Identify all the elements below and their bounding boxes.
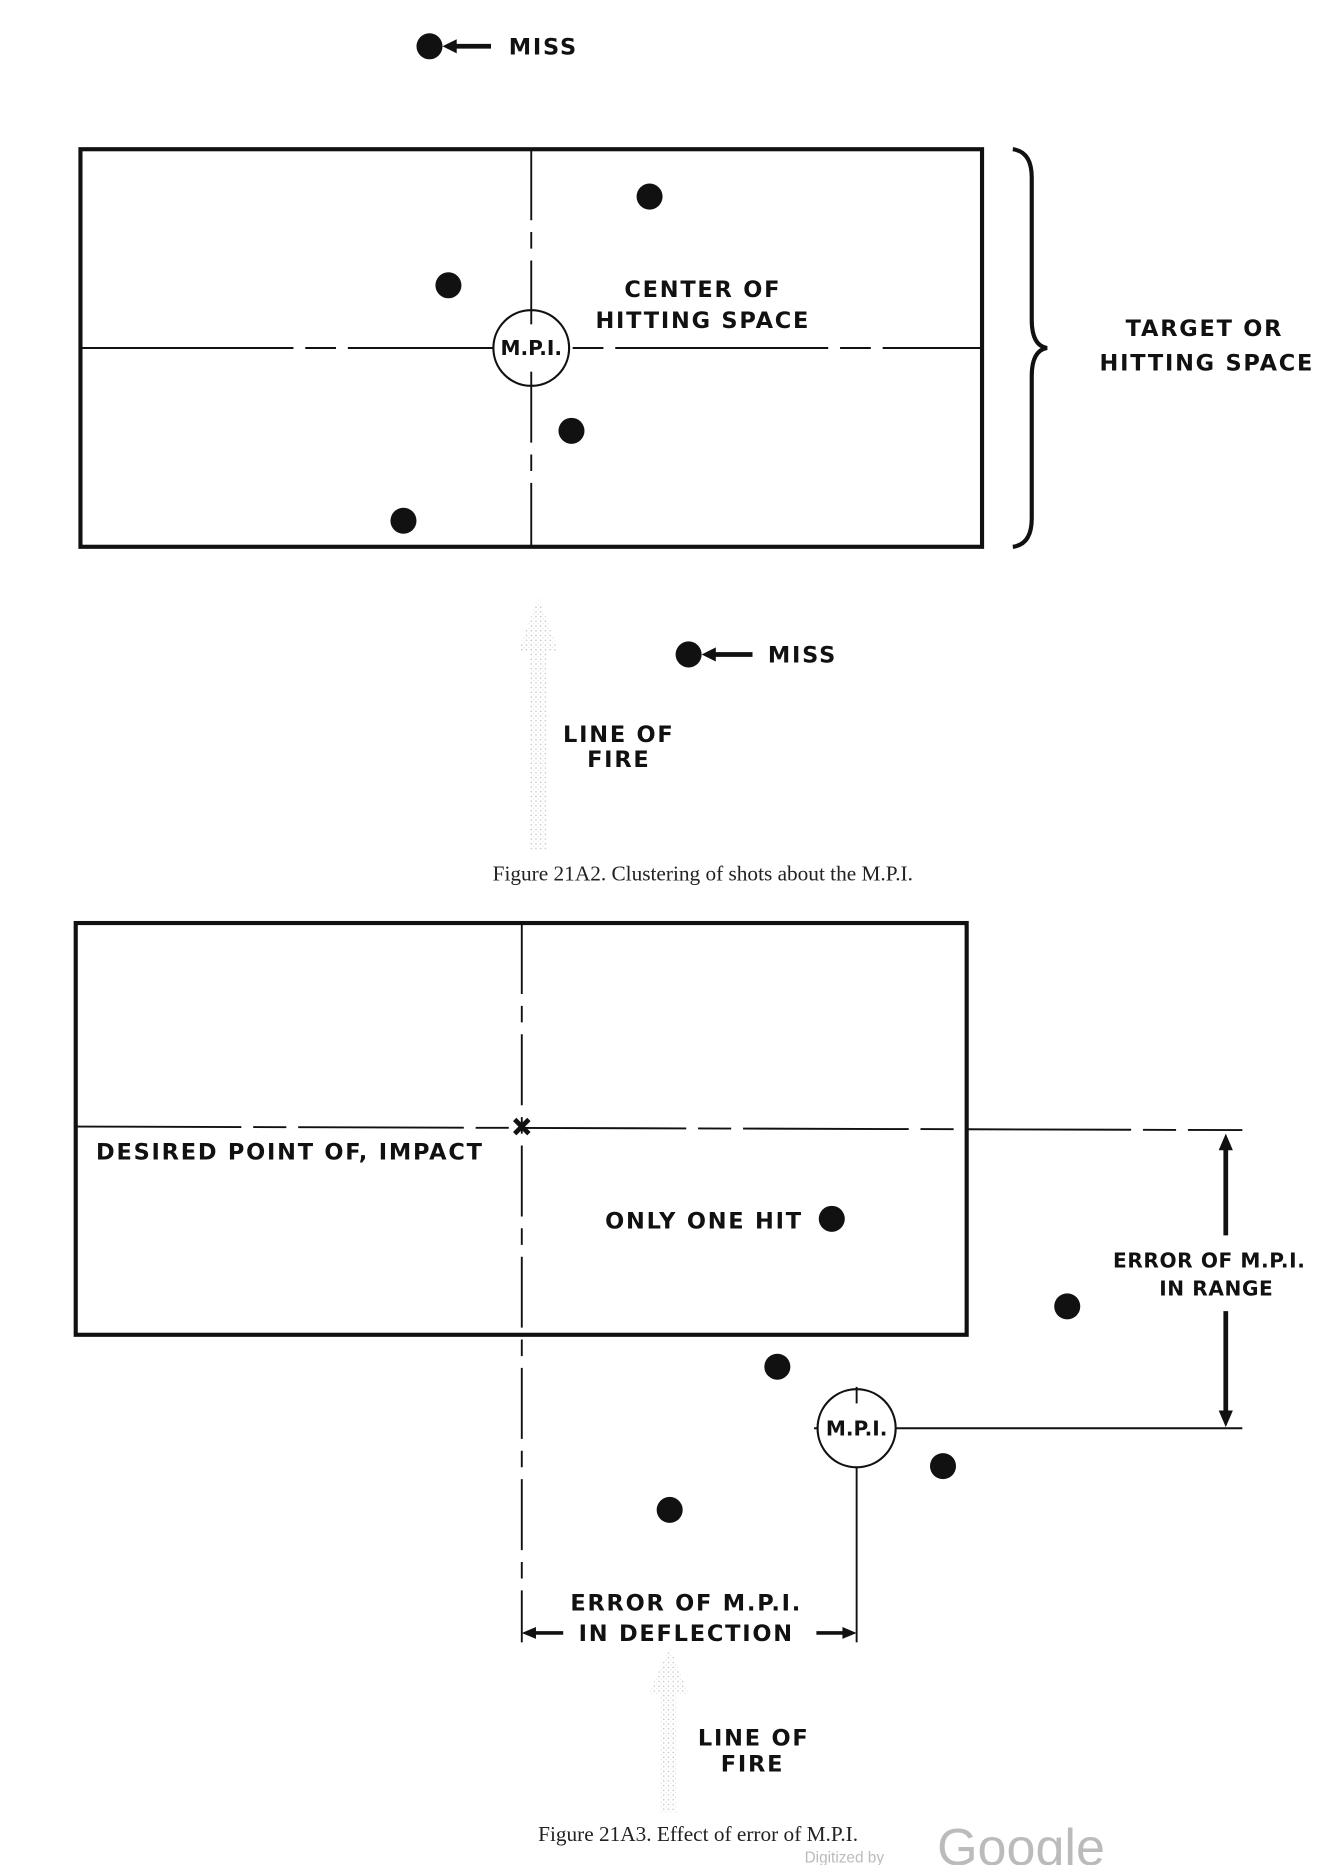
figure-caption: Figure 21A3. Effect of error of M.P.I. <box>538 1822 858 1846</box>
shot-dot <box>636 183 663 210</box>
arrow-head-icon <box>701 647 716 662</box>
miss-marker-top: MISS <box>416 33 578 61</box>
shot-dot <box>558 417 585 444</box>
miss-label: MISS <box>768 643 837 669</box>
line-of-fire-label-1: LINE OF <box>563 722 675 748</box>
miss-marker-bottom: MISS <box>675 641 837 669</box>
shot-dot <box>929 1453 957 1480</box>
figure-caption: Figure 21A2. Clustering of shots about t… <box>493 861 913 885</box>
arrow-head-icon <box>442 39 457 54</box>
range-error-label-2: IN RANGE <box>1159 1277 1273 1301</box>
arrow-down-icon <box>1218 1410 1233 1428</box>
brace-icon <box>1012 147 1048 549</box>
only-one-hit-label: ONLY ONE HIT <box>605 1208 803 1234</box>
figure-21a2: MISS M.P.I. CENTER OF HITTING SPACE TARG… <box>78 33 1315 885</box>
desired-point-x-icon <box>513 1117 531 1136</box>
range-error-arrow <box>1218 1133 1233 1428</box>
mpi-label: M.P.I. <box>826 1416 887 1440</box>
line-of-fire-label-2: FIRE <box>721 1751 784 1777</box>
shot-dot <box>1054 1293 1081 1320</box>
range-error-label-1: ERROR OF M.P.I. <box>1113 1248 1305 1272</box>
deflection-error-arrows <box>521 1627 857 1639</box>
watermark-logo: Google <box>937 1819 1105 1865</box>
shot-dot <box>818 1205 845 1232</box>
center-label-line1: CENTER OF <box>624 277 781 303</box>
shot-dot <box>416 33 443 60</box>
watermark-prefix: Digitized by <box>805 1849 885 1865</box>
horizontal-desired-line <box>75 1125 1243 1132</box>
miss-label: MISS <box>509 35 578 61</box>
line-of-fire-label-1: LINE OF <box>698 1725 810 1751</box>
figure-21a3: DESIRED POINT OF, IMPACT ONLY ONE HIT M.… <box>73 920 1305 1846</box>
line-of-fire-label-2: FIRE <box>587 747 650 773</box>
target-label-line2: HITTING SPACE <box>1100 350 1315 376</box>
center-label-line2: HITTING SPACE <box>595 308 810 334</box>
arrow-up-icon <box>1218 1133 1233 1151</box>
arrow-left-icon <box>521 1627 536 1639</box>
google-watermark: Digitized by Google <box>805 1819 1105 1865</box>
shot-dot <box>675 641 702 668</box>
target-label-line1: TARGET OR <box>1126 316 1284 342</box>
deflection-error-label-1: ERROR OF M.P.I. <box>570 1590 802 1616</box>
shot-dot <box>656 1496 683 1523</box>
shot-dot <box>435 272 462 299</box>
arrow-right-icon <box>842 1627 857 1639</box>
shot-dot <box>390 507 417 534</box>
deflection-error-label-2: IN DEFLECTION <box>579 1621 794 1647</box>
line-of-fire-arrow-icon <box>648 1647 689 1813</box>
desired-point-label: DESIRED POINT OF, IMPACT <box>96 1140 484 1166</box>
line-of-fire-arrow-icon <box>518 597 559 850</box>
shot-dot <box>764 1353 791 1380</box>
mpi-label: M.P.I. <box>501 336 562 360</box>
